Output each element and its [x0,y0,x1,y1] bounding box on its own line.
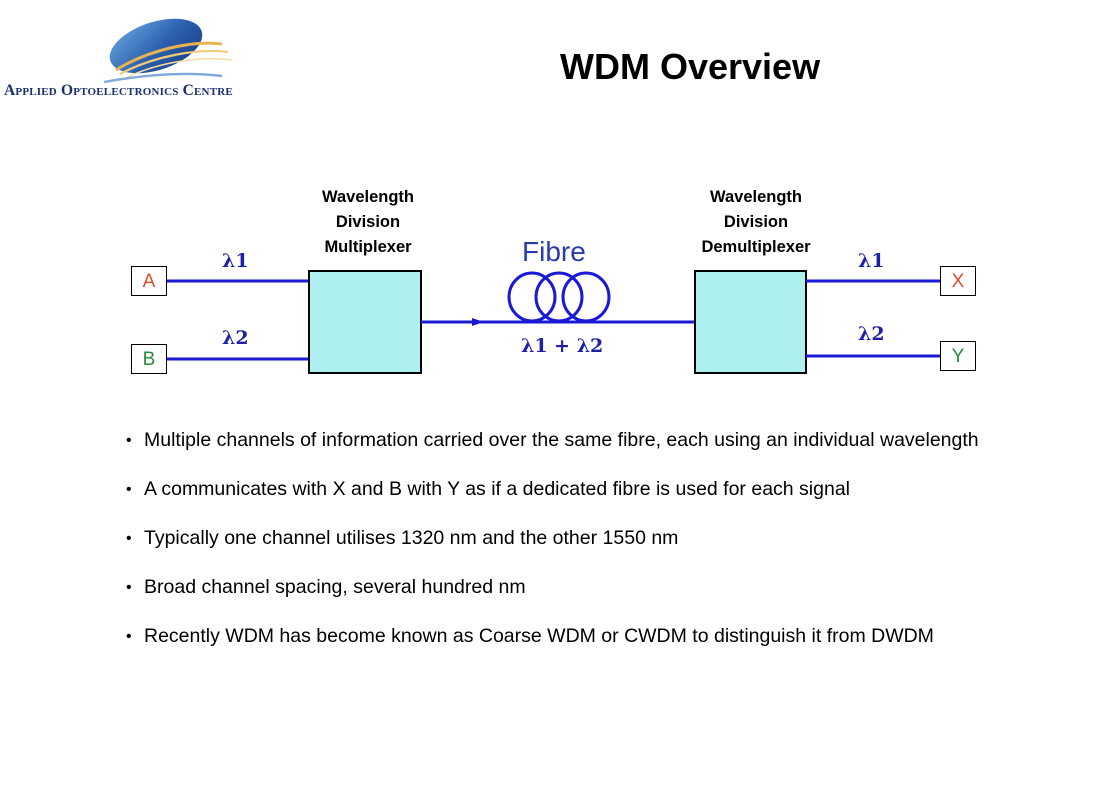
globe-swoosh-icon [103,18,233,84]
bullet-dot-icon: • [126,432,132,449]
demultiplexer-label-line1: Wavelength [710,188,802,206]
bullet-dot-icon: • [126,530,132,547]
logo-text: Applied Optoelectronics Centre [4,82,233,99]
diagram-graphics [167,270,940,374]
port-x: X [940,266,976,296]
multiplexer-label-line3: Multiplexer [324,238,412,256]
demultiplexer-label-line2: Division [723,213,789,231]
bullet-text: Recently WDM has become known as Coarse … [144,625,934,647]
lambda2-output-label: λ2 [858,323,885,345]
bullet-text: Multiple channels of information carried… [144,429,979,451]
combined-lambda-label: λ1 + λ2 [521,335,604,357]
page-title: WDM Overview [560,46,821,87]
lambda1-output-label: λ1 [858,250,885,272]
bullet-list: • Multiple channels of information carrie… [124,428,1024,673]
multiplexer-label-line1: Wavelength [322,188,414,206]
fibre-coil-icon [507,271,611,323]
bullet-text: Broad channel spacing, several hundred n… [144,576,526,598]
bullet-item: • A communicates with X and B with Y as i… [124,477,1024,502]
wdm-diagram: Wavelength Division Multiplexer Waveleng… [0,180,1118,400]
port-b: B [131,344,167,374]
bullet-item: • Multiple channels of information carrie… [124,428,1024,453]
bullet-item: • Broad channel spacing, several hundred … [124,575,1024,600]
multiplexer-box [308,270,422,374]
fibre-label: Fibre [522,236,586,267]
multiplexer-label-line2: Division [335,213,401,231]
aoc-logo [8,10,308,115]
bullet-item: • Typically one channel utilises 1320 nm … [124,526,1024,551]
port-y: Y [940,341,976,371]
bullet-item: • Recently WDM has become known as Coarse… [124,624,1024,649]
lambda2-input-label: λ2 [222,327,249,349]
demultiplexer-box [694,270,807,374]
demultiplexer-label-line3: Demultiplexer [701,238,811,256]
bullet-dot-icon: • [126,579,132,596]
bullet-text: Typically one channel utilises 1320 nm a… [144,527,679,549]
port-a: A [131,266,167,296]
bullet-dot-icon: • [126,481,132,498]
fibre-arrowhead [472,318,484,326]
multiplexer-label: Wavelength Division Multiplexer [288,185,448,260]
bullet-text: A communicates with X and B with Y as if… [144,478,850,500]
demultiplexer-label: Wavelength Division Demultiplexer [676,185,836,260]
lambda1-input-label: λ1 [222,250,249,272]
bullet-dot-icon: • [126,628,132,645]
